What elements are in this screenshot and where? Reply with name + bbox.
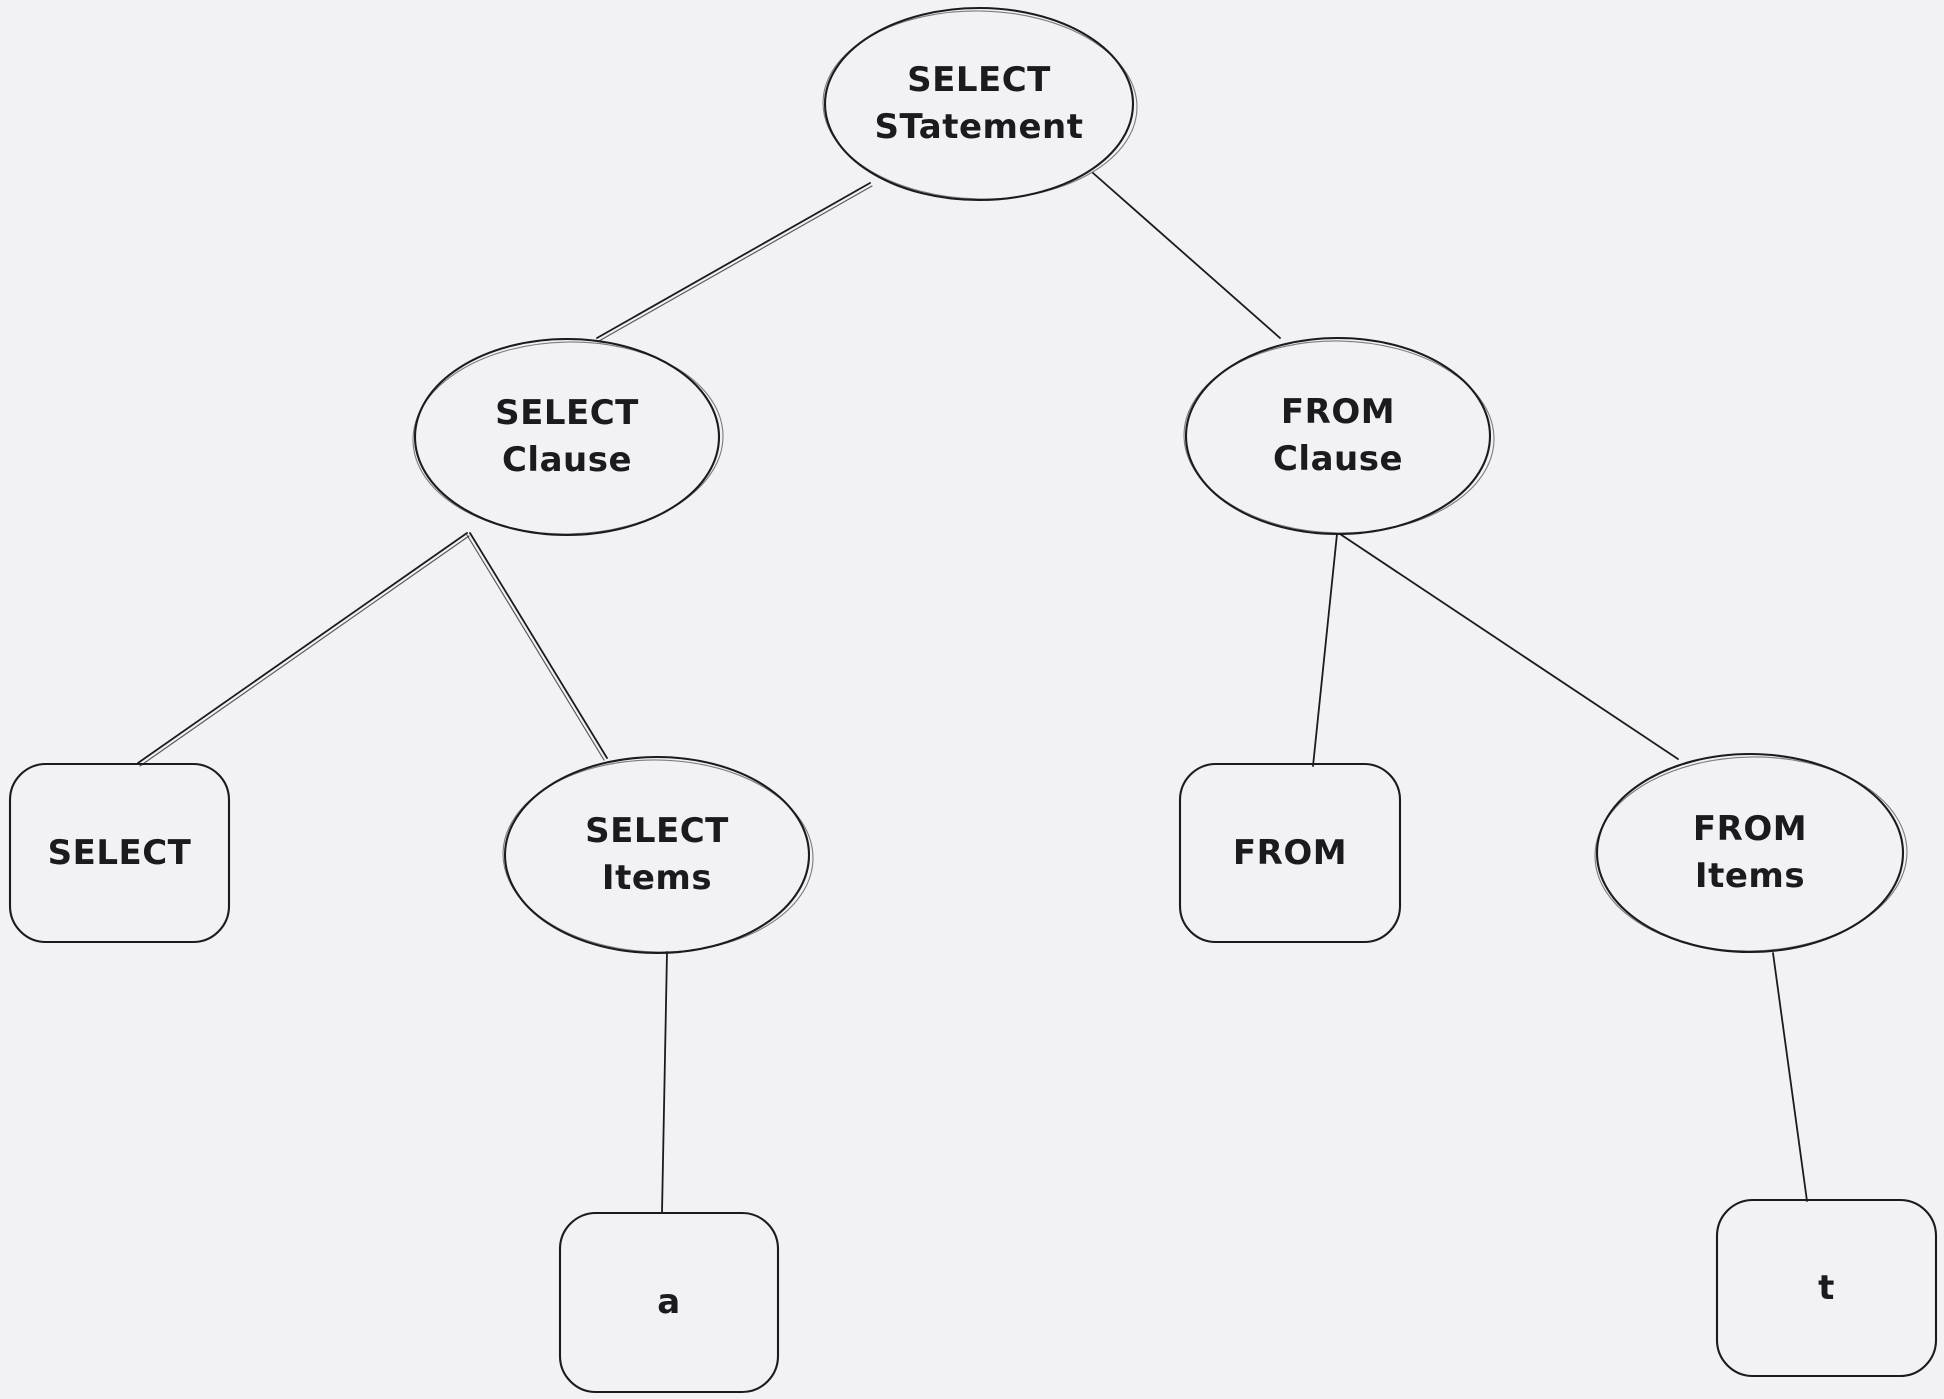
edge-select-clause-select-items-echo <box>466 534 605 761</box>
node-item-t-shape <box>1715 1198 1938 1378</box>
node-from-clause-shape-echo <box>1183 340 1495 534</box>
node-from-keyword-shape <box>1178 762 1402 944</box>
node-select-clause-shape-echo <box>412 341 724 535</box>
node-from-items-shape <box>1595 752 1905 954</box>
edge-from-items-item-t <box>1772 952 1808 1202</box>
edge-select-statement-select-clause <box>596 182 871 339</box>
edge-from-clause-from-keyword <box>1312 533 1338 767</box>
node-from-clause-shape <box>1184 336 1492 536</box>
node-from-items-shape-echo <box>1594 756 1908 952</box>
node-select-items-shape <box>503 755 811 955</box>
edge-select-statement-from-clause <box>1092 172 1281 339</box>
edge-select-clause-select-items <box>469 532 608 759</box>
node-select-statement-shape <box>823 6 1135 202</box>
edge-from-clause-from-items <box>1339 533 1679 760</box>
node-item-a-shape <box>558 1211 780 1394</box>
edge-select-clause-select-keyword <box>137 532 468 764</box>
node-select-items-shape-echo <box>502 759 814 953</box>
node-select-statement-shape-echo <box>822 10 1138 200</box>
edge-select-items-item-a <box>661 951 668 1214</box>
edge-select-statement-select-clause-echo <box>598 185 873 342</box>
edge-select-clause-select-keyword-echo <box>139 535 470 767</box>
node-select-keyword-shape <box>8 762 231 944</box>
node-select-clause-shape <box>413 337 721 537</box>
